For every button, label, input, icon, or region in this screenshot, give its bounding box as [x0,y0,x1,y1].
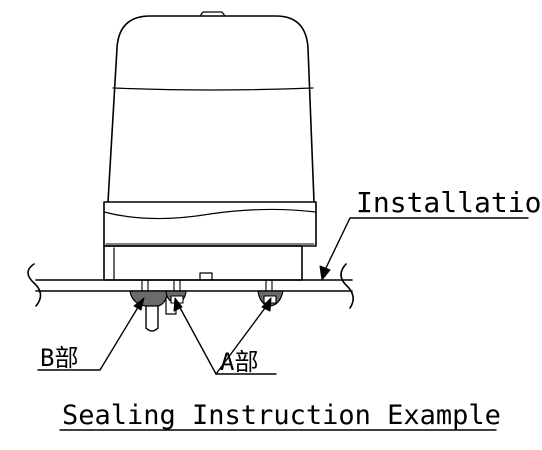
body-tab [199,272,213,281]
light-body [103,245,303,281]
part-a-arrowhead-left [173,297,183,312]
plate-break-right [340,263,354,309]
seal-b [129,290,169,307]
label-part-a: A部 [220,348,258,376]
cable [145,291,159,332]
globe-cap-band [112,87,314,91]
part-a-leader-right [215,303,269,375]
installation-arrowhead [319,265,331,281]
leaders [37,217,529,431]
base-ring-groove [103,208,317,220]
part-a-arrowhead-right [261,297,272,312]
caption: Sealing Instruction Example [62,400,501,431]
light-globe [107,15,315,203]
globe-top-nub [199,11,226,17]
signal-light [103,11,317,281]
part-a-leader-left [177,303,217,375]
part-b-leader [37,303,141,371]
label-part-b: B部 [40,344,78,372]
installation-leader [323,217,529,273]
part-b-arrowhead [133,297,145,311]
fasteners [129,279,284,332]
installation-plate [27,263,354,309]
label-installation: Installation [356,186,542,219]
light-base-ring [103,201,317,247]
plate-break-left [27,263,42,307]
